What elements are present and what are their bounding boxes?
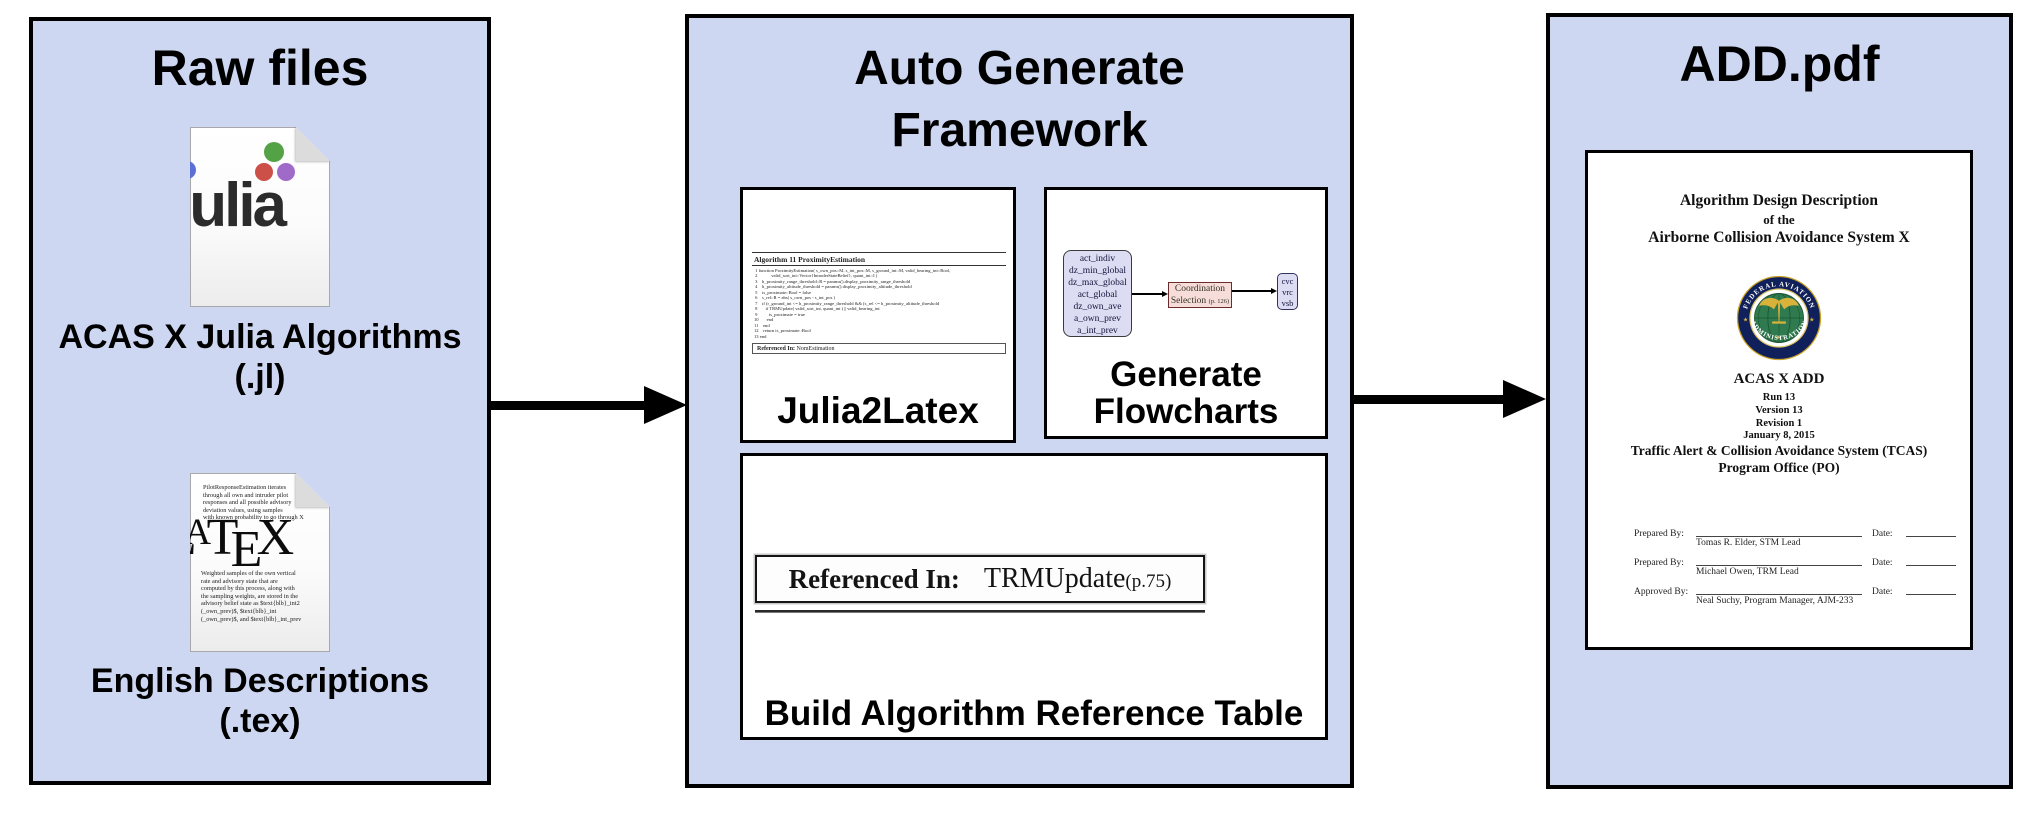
doc-org-line2: Program Office (PO) (1718, 459, 1840, 475)
raw-files-panel: Raw files julia ACAS X Julia Algorithms … (29, 17, 491, 785)
generate-flowcharts-label: Generate Flowcharts (1047, 356, 1325, 430)
reference-table-box: Referenced In: TRMUpdate(p.75) Build Alg… (740, 453, 1328, 740)
signature-row: Prepared By: Michael Owen, TRM Lead Date: (1588, 556, 1970, 577)
latex-logo-text: LATEX (165, 509, 295, 579)
date-label: Date: (1872, 558, 1893, 568)
add-pdf-panel: ADD.pdf Algorithm Design Description of … (1546, 13, 2013, 789)
process-line2: Selection (p. 126) (1170, 295, 1230, 306)
latex-file-label: English Descriptions (.tex) (33, 661, 487, 741)
referenced-in-banner: Referenced In: TRMUpdate(p.75) (755, 555, 1205, 603)
arrow-head (1503, 380, 1546, 418)
julia2latex-box: Algorithm 11 ProximityEstimation 1 funct… (740, 187, 1016, 443)
signature-name: Michael Owen, TRM Lead (1696, 567, 1799, 577)
latex-file-icon: PilotResponseEstimation iterates through… (190, 473, 330, 652)
signature-row: Approved By: Neal Suchy, Program Manager,… (1588, 585, 1970, 606)
add-cover-page: Algorithm Design Description of the Airb… (1585, 150, 1973, 650)
referenced-in-label: Referenced In: (788, 563, 960, 594)
arrow-shaft (491, 400, 644, 410)
arrow-head (644, 386, 687, 424)
algorithm-code: 1 function ProximityEstimation( s_own_po… (754, 267, 951, 339)
svg-text:★: ★ (1743, 316, 1748, 323)
signature-line (1696, 527, 1862, 537)
algorithm-footer: Referenced In: NomEstimation (752, 343, 1006, 354)
algorithm-header: Algorithm 11 ProximityEstimation (752, 252, 1006, 266)
julia-file-label: ACAS X Julia Algorithms (.jl) (33, 317, 487, 397)
signature-name: Neal Suchy, Program Manager, AJM-233 (1696, 596, 1854, 606)
framework-title: Auto Generate Framework (689, 38, 1350, 162)
latex-file-label-line2: (.tex) (219, 702, 301, 740)
signature-line (1696, 556, 1862, 566)
add-pdf-title: ADD.pdf (1679, 36, 1880, 92)
signature-label: Approved By: (1634, 587, 1689, 597)
julia-file-label-line2: (.jl) (234, 358, 286, 396)
signature-line-group: Tomas R. Elder, STM Lead (1696, 527, 1862, 548)
julia-file-icon: julia (190, 127, 330, 307)
date-label: Date: (1872, 587, 1893, 597)
latex-file-label-line1: English Descriptions (90, 662, 430, 700)
page-fold-icon (296, 127, 330, 161)
process-line1: Coordination (1174, 284, 1226, 294)
generate-flowcharts-label-line1: Generate (1110, 355, 1262, 394)
svg-text:★: ★ (1809, 316, 1814, 323)
date-label: Date: (1872, 529, 1893, 539)
signature-label: Prepared By: (1634, 529, 1684, 539)
raw-files-title: Raw files (151, 40, 369, 96)
arrow-framework-to-add-icon (1354, 380, 1546, 418)
reference-table-label: Build Algorithm Reference Table (764, 694, 1304, 733)
doc-title: Algorithm Design Description of the Airb… (1588, 191, 1970, 248)
arrow-shaft (1354, 394, 1503, 404)
date-line (1906, 556, 1956, 566)
generate-flowcharts-label-line2: Flowcharts (1093, 392, 1279, 431)
framework-panel: Auto Generate Framework Algorithm 11 Pro… (685, 14, 1354, 788)
doc-title-line1: Algorithm Design Description (1679, 192, 1879, 209)
referenced-in-value: TRMUpdate(p.75) (983, 563, 1172, 594)
doc-title-line3: Airborne Collision Avoidance System X (1648, 229, 1910, 246)
flow-arrow-shaft (1232, 290, 1272, 292)
signature-line-group: Neal Suchy, Program Manager, AJM-233 (1696, 585, 1862, 606)
signature-line-group: Michael Owen, TRM Lead (1696, 556, 1862, 577)
flow-arrow-shaft (1132, 293, 1163, 295)
flowchart-process-node: Coordination Selection (p. 126) (1168, 282, 1232, 308)
faa-seal-icon: FEDERAL AVIATION ADMINISTRATION ★ ★ (1736, 275, 1822, 361)
date-line (1906, 585, 1956, 595)
julia2latex-label: Julia2Latex (777, 390, 979, 431)
latex-snippet-top: PilotResponseEstimation iterates through… (203, 484, 304, 522)
julia-purple-dot-icon (277, 163, 295, 181)
framework-title-line1: Auto Generate (854, 42, 1185, 95)
signature-name: Tomas R. Elder, STM Lead (1696, 538, 1801, 548)
latex-snippet-bottom: Weighted samples of the own vertical rat… (201, 570, 302, 623)
algorithm-snippet: Algorithm 11 ProximityEstimation 1 funct… (752, 252, 1006, 354)
julia-file-label-line1: ACAS X Julia Algorithms (58, 318, 462, 356)
banner-underline (755, 610, 1205, 613)
julia-green-dot-icon (264, 142, 284, 162)
signature-line (1696, 585, 1862, 595)
arrow-raw-to-framework-icon (491, 386, 687, 424)
julia-logo-text: julia (175, 171, 285, 240)
framework-title-line2: Framework (891, 104, 1148, 157)
doc-org-line1: Traffic Alert & Collision Avoidance Syst… (1630, 443, 1928, 458)
doc-org: Traffic Alert & Collision Avoidance Syst… (1588, 443, 1970, 476)
doc-title-line2: of the (1763, 212, 1795, 227)
doc-heading: ACAS X ADD (1733, 371, 1825, 387)
julia-red-dot-icon (255, 163, 273, 181)
date-line (1906, 527, 1956, 537)
flow-arrow-head-icon (1271, 287, 1277, 294)
signature-row: Prepared By: Tomas R. Elder, STM Lead Date… (1588, 527, 1970, 548)
flow-arrow-head-icon (1162, 290, 1168, 297)
signature-label: Prepared By: (1634, 558, 1684, 568)
